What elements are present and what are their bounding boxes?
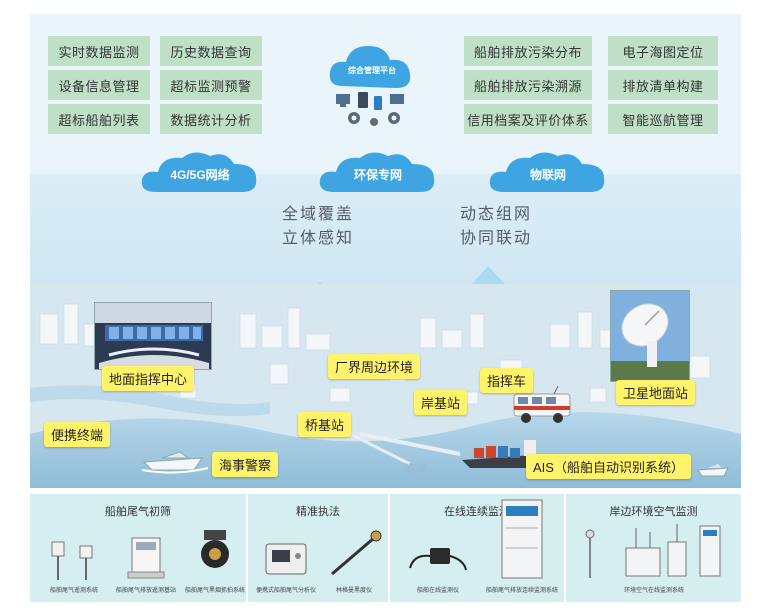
- slogan-right-line1: 动态组网: [460, 206, 533, 223]
- network-cloud-iot[interactable]: 物联网: [486, 146, 610, 196]
- slogan-left: 全域覆盖 立体感知: [282, 203, 354, 251]
- device-item-continuous-system[interactable]: 船舶尾气排放连续监测系统: [480, 498, 564, 594]
- function-pill-smart-cruise[interactable]: 智能巡航管理: [608, 104, 718, 134]
- function-pill-exceed-ship-list[interactable]: 超标船舶列表: [48, 104, 150, 134]
- network-label-eco: 环保专网: [353, 167, 402, 182]
- cems-cabinet-icon: [501, 499, 543, 579]
- small-boat-icon: [697, 464, 729, 477]
- device-item-smoke-capture[interactable]: 船舶尾气黑烟抓拍系统: [182, 524, 248, 594]
- device-item-ringelmann-meter[interactable]: 林格曼黑度仪: [320, 524, 388, 594]
- platform-label: 综合管理平台: [348, 66, 396, 75]
- onboard-monitor-icon: [409, 548, 467, 571]
- air-monitoring-station-icon: [585, 524, 721, 578]
- label-ais[interactable]: AIS（船舶自动识别系统）: [526, 454, 691, 479]
- function-pill-exceed-warning[interactable]: 超标监测预警: [160, 70, 262, 100]
- function-pill-realtime-monitoring[interactable]: 实时数据监测: [48, 36, 150, 66]
- slogan-left-line2: 立体感知: [282, 230, 355, 247]
- function-pill-emission-tracing[interactable]: 船舶排放污染溯源: [464, 70, 592, 100]
- function-pill-credit-system[interactable]: 信用档案及评价体系: [464, 104, 592, 134]
- slogan-right-line2: 协同联动: [460, 230, 533, 247]
- slogan-right: 动态组网 协同联动: [460, 203, 532, 251]
- slogan-left-line1: 全域覆盖: [282, 206, 355, 223]
- network-label-iot: 物联网: [529, 167, 566, 182]
- network-label-4g5g: 4G/5G网络: [170, 167, 230, 182]
- device-caption: 船舶尾气遥测系统: [49, 588, 99, 594]
- device-section-shore-air: 岸边环境空气监测 环境空气在线监测系统: [566, 494, 741, 602]
- device-item-remote-sensing[interactable]: 船舶尾气遥测系统: [38, 524, 110, 594]
- dome-camera-icon: [201, 530, 229, 568]
- portable-analyzer-icon: [265, 543, 307, 575]
- device-item-telemetry-station[interactable]: 船舶尾气排放遥测基站: [110, 524, 182, 594]
- command-vehicle-icon: [513, 386, 571, 423]
- remote-sensing-device-icon: [51, 541, 93, 580]
- device-section-continuous-monitoring: 在线连续监测 船舶在线监测仪 船舶尾气排放连续监测系统: [390, 494, 566, 602]
- device-strip: 船舶尾气初筛 船舶尾气遥测系统 船舶尾气排放遥测基站: [30, 494, 741, 602]
- function-pill-device-management[interactable]: 设备信息管理: [48, 70, 150, 100]
- function-pill-emission-distribution[interactable]: 船舶排放污染分布: [464, 36, 592, 66]
- command-center-photo: [94, 302, 212, 370]
- label-satellite-station[interactable]: 卫星地面站: [616, 380, 696, 405]
- label-portable-terminal[interactable]: 便携终端: [44, 422, 111, 447]
- device-item-portable-analyzer[interactable]: 便携式船舶尾气分析仪: [252, 524, 320, 594]
- label-bridge-station[interactable]: 桥基站: [298, 412, 352, 437]
- patrol-boat-icon: [142, 451, 208, 474]
- device-section-initial-screening: 船舶尾气初筛 船舶尾气遥测系统 船舶尾气排放遥测基站: [30, 494, 248, 602]
- device-caption: 船舶尾气黑烟抓拍系统: [184, 588, 246, 594]
- telemetry-station-icon: [127, 537, 165, 579]
- device-item-air-monitoring[interactable]: 环境空气在线监测系统: [576, 518, 732, 594]
- function-pill-statistics[interactable]: 数据统计分析: [160, 104, 262, 134]
- device-section-title: 船舶尾气初筛: [105, 506, 171, 518]
- label-factory-environment[interactable]: 厂界周边环境: [328, 354, 421, 379]
- device-caption: 船舶尾气排放连续监测系统: [485, 588, 559, 594]
- label-ground-command[interactable]: 地面指挥中心: [102, 366, 195, 391]
- platform-cloud-icon[interactable]: 综合管理平台: [320, 34, 424, 134]
- function-pill-history-query[interactable]: 历史数据查询: [160, 36, 262, 66]
- device-section-title: 在线连续监测: [444, 506, 510, 518]
- device-section-title: 精准执法: [296, 506, 340, 518]
- function-pill-chart-positioning[interactable]: 电子海图定位: [608, 36, 718, 66]
- label-command-vehicle[interactable]: 指挥车: [480, 368, 534, 393]
- device-item-onboard-monitor[interactable]: 船舶在线监测仪: [400, 524, 476, 594]
- device-section-enforcement: 精准执法 便携式船舶尾气分析仪 林格曼黑度仪: [248, 494, 390, 602]
- device-caption: 林格曼黑度仪: [335, 588, 373, 594]
- device-caption: 船舶尾气排放遥测基站: [115, 588, 177, 594]
- label-shore-station[interactable]: 岸基站: [414, 390, 468, 415]
- device-caption: 环境空气在线监测系统: [623, 588, 685, 594]
- satellite-station-photo: [610, 290, 690, 382]
- main-illustration: 实时数据监测 历史数据查询 设备信息管理 超标监测预警 超标船舶列表 数据统计分…: [30, 14, 741, 488]
- sea-label: 海洋: [402, 462, 427, 476]
- device-caption: 便携式船舶尾气分析仪: [255, 588, 317, 594]
- label-maritime-police[interactable]: 海事警察: [212, 452, 279, 477]
- ringelmann-meter-icon: [331, 530, 382, 576]
- network-cloud-eco[interactable]: 环保专网: [316, 146, 440, 196]
- device-caption: 船舶在线监测仪: [416, 588, 460, 594]
- function-pill-inventory-build[interactable]: 排放清单构建: [608, 70, 718, 100]
- network-cloud-4g5g[interactable]: 4G/5G网络: [138, 146, 262, 196]
- device-section-title: 岸边环境空气监测: [609, 506, 698, 518]
